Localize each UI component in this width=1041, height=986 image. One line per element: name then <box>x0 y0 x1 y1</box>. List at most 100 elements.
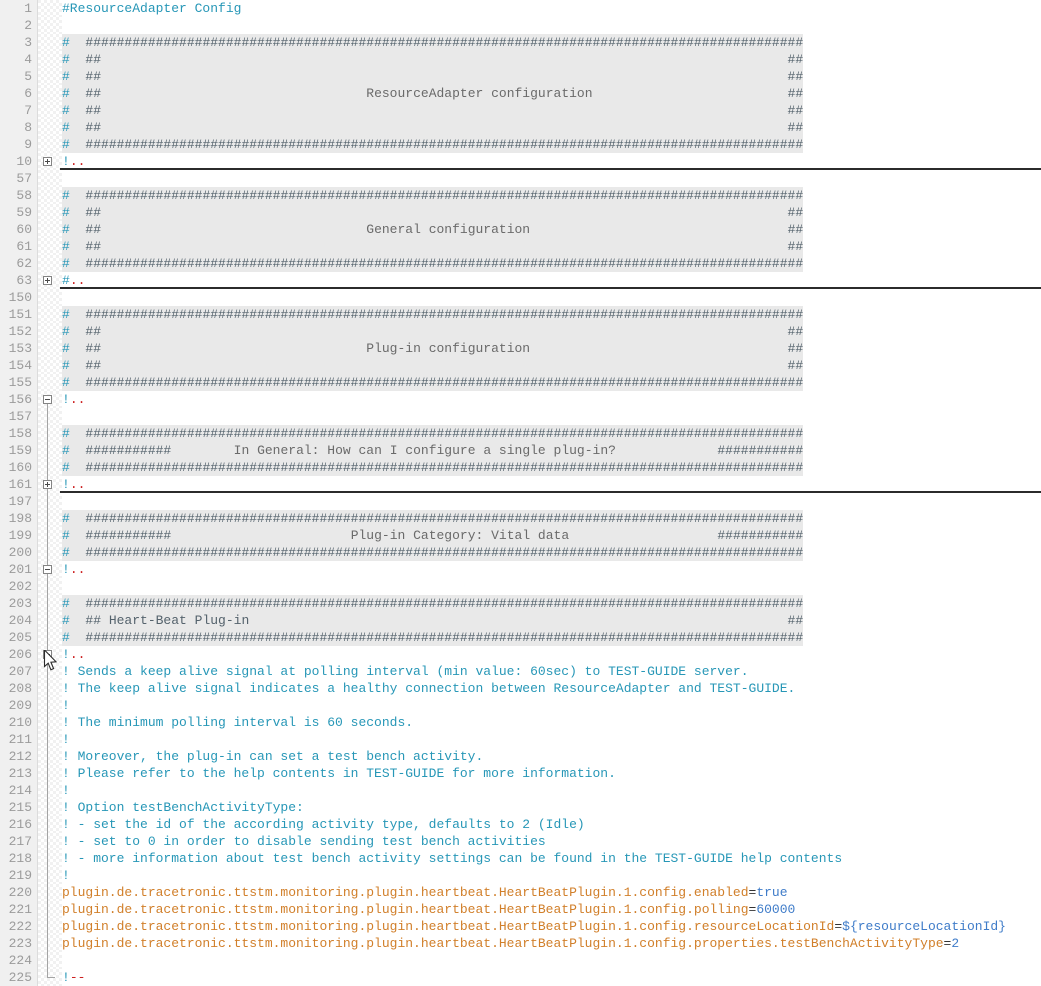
code-text[interactable]: plugin.de.tracetronic.ttstm.monitoring.p… <box>62 901 1041 918</box>
code-line: 200# ###################################… <box>0 544 1041 561</box>
code-text[interactable]: ! - set the id of the according activity… <box>62 816 1041 833</box>
line-number: 60 <box>0 221 38 238</box>
fold-margin <box>38 731 62 748</box>
fold-scope-line <box>47 969 48 978</box>
code-text[interactable]: ! Moreover, the plug-in can set a test b… <box>62 748 1041 765</box>
code-line: 216! - set the id of the according activ… <box>0 816 1041 833</box>
code-text[interactable]: # ## ## <box>62 68 1041 85</box>
fold-expand-button[interactable] <box>43 276 52 285</box>
line-number: 207 <box>0 663 38 680</box>
code-text[interactable]: ! The minimum polling interval is 60 sec… <box>62 714 1041 731</box>
fold-collapse-button[interactable] <box>43 395 52 404</box>
code-text-span: ! Sends a keep alive signal at polling i… <box>62 664 749 679</box>
fold-collapse-button[interactable] <box>43 650 52 659</box>
code-text[interactable]: ! <box>62 782 1041 799</box>
code-text[interactable] <box>62 408 1041 425</box>
code-text[interactable]: # ## Heart-Beat Plug-in ## <box>62 612 1041 629</box>
code-text[interactable]: # ########### Plug-in Category: Vital da… <box>62 527 1041 544</box>
fold-end-tick <box>47 977 55 978</box>
code-text[interactable]: #ResourceAdapter Config <box>62 0 1041 17</box>
code-text[interactable] <box>62 578 1041 595</box>
code-text-span: # ## Heart-Beat Plug-in ## <box>62 612 804 629</box>
fold-margin <box>38 663 62 680</box>
code-text[interactable]: # ## ## <box>62 323 1041 340</box>
code-text-span: ! Option testBenchActivityType: <box>62 800 304 815</box>
code-text-span: plugin.de.tracetronic.ttstm.monitoring.p… <box>62 936 960 951</box>
code-text[interactable] <box>62 952 1041 969</box>
code-text[interactable]: !.. <box>62 561 1041 578</box>
line-number: 7 <box>0 102 38 119</box>
code-text[interactable]: # ## ## <box>62 102 1041 119</box>
code-text[interactable]: !.. <box>62 476 1041 493</box>
code-text[interactable]: ! <box>62 731 1041 748</box>
fold-expand-button[interactable] <box>43 157 52 166</box>
code-text[interactable]: !.. <box>62 153 1041 170</box>
fold-margin <box>38 527 62 544</box>
code-text-span: plugin.de.tracetronic.ttstm.monitoring.p… <box>62 919 1006 934</box>
code-text[interactable]: # ######################################… <box>62 595 1041 612</box>
code-text[interactable]: ! Sends a keep alive signal at polling i… <box>62 663 1041 680</box>
fold-margin <box>38 578 62 595</box>
code-text[interactable]: # ######################################… <box>62 459 1041 476</box>
code-text[interactable]: ! <box>62 697 1041 714</box>
code-line: 212! Moreover, the plug-in can set a tes… <box>0 748 1041 765</box>
code-text[interactable]: # ######################################… <box>62 34 1041 51</box>
code-text[interactable]: ! <box>62 867 1041 884</box>
code-text[interactable]: # ## ## <box>62 204 1041 221</box>
code-text[interactable]: # ######################################… <box>62 255 1041 272</box>
code-line: 214! <box>0 782 1041 799</box>
line-number: 217 <box>0 833 38 850</box>
code-line: 209! <box>0 697 1041 714</box>
code-text[interactable]: !.. <box>62 646 1041 663</box>
line-number: 223 <box>0 935 38 952</box>
code-text[interactable]: ! Option testBenchActivityType: <box>62 799 1041 816</box>
code-text[interactable]: # ## General configuration ## <box>62 221 1041 238</box>
code-text[interactable]: plugin.de.tracetronic.ttstm.monitoring.p… <box>62 935 1041 952</box>
code-text-span: # ######################################… <box>62 629 804 646</box>
code-text[interactable]: # ######################################… <box>62 510 1041 527</box>
code-text[interactable]: # ## ## <box>62 119 1041 136</box>
fold-scope-line <box>47 595 48 612</box>
code-text[interactable] <box>62 17 1041 34</box>
code-text[interactable]: # ########### In General: How can I conf… <box>62 442 1041 459</box>
code-line: 202 <box>0 578 1041 595</box>
code-line: 206!.. <box>0 646 1041 663</box>
code-text[interactable] <box>62 493 1041 510</box>
code-text[interactable] <box>62 289 1041 306</box>
fold-margin <box>38 935 62 952</box>
code-text[interactable]: ! The keep alive signal indicates a heal… <box>62 680 1041 697</box>
code-text[interactable]: # ######################################… <box>62 187 1041 204</box>
line-number: 61 <box>0 238 38 255</box>
code-text[interactable]: plugin.de.tracetronic.ttstm.monitoring.p… <box>62 884 1041 901</box>
fold-scope-line <box>47 867 48 884</box>
code-text-span: ! <box>62 698 70 713</box>
code-text[interactable]: # ## Plug-in configuration ## <box>62 340 1041 357</box>
fold-collapse-button[interactable] <box>43 565 52 574</box>
code-text[interactable]: # ## ## <box>62 51 1041 68</box>
line-number: 62 <box>0 255 38 272</box>
code-text[interactable]: !.. <box>62 391 1041 408</box>
code-text[interactable]: ! - more information about test bench ac… <box>62 850 1041 867</box>
line-number: 2 <box>0 17 38 34</box>
code-text[interactable]: ! - set to 0 in order to disable sending… <box>62 833 1041 850</box>
fold-margin <box>38 221 62 238</box>
code-text-span: !.. <box>62 562 86 577</box>
code-text[interactable]: # ## ## <box>62 238 1041 255</box>
code-text[interactable]: # ######################################… <box>62 374 1041 391</box>
code-text[interactable]: # ######################################… <box>62 629 1041 646</box>
code-text[interactable]: ! Please refer to the help contents in T… <box>62 765 1041 782</box>
code-text[interactable] <box>62 170 1041 187</box>
code-text[interactable]: #.. <box>62 272 1041 289</box>
code-line: 215! Option testBenchActivityType: <box>0 799 1041 816</box>
code-text[interactable]: plugin.de.tracetronic.ttstm.monitoring.p… <box>62 918 1041 935</box>
code-text[interactable]: # ######################################… <box>62 136 1041 153</box>
code-text[interactable]: # ## ## <box>62 357 1041 374</box>
code-text[interactable]: !-- <box>62 969 1041 986</box>
code-text[interactable]: # ######################################… <box>62 425 1041 442</box>
code-text[interactable]: # ## ResourceAdapter configuration ## <box>62 85 1041 102</box>
code-text[interactable]: # ######################################… <box>62 306 1041 323</box>
line-number: 59 <box>0 204 38 221</box>
code-text[interactable]: # ######################################… <box>62 544 1041 561</box>
fold-expand-button[interactable] <box>43 480 52 489</box>
